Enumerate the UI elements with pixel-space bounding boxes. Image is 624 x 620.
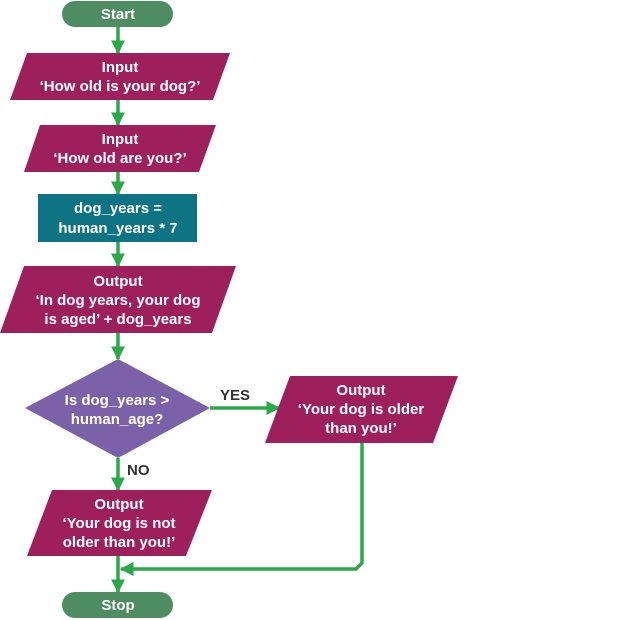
node-input-dog-age-line-2: ‘How old is your dog?’ xyxy=(40,78,201,95)
io-shape xyxy=(27,490,212,556)
edge-label-yes: YES xyxy=(220,387,250,404)
node-calc-line-2: human_years * 7 xyxy=(58,220,177,237)
node-decision-line-2: human_age? xyxy=(71,411,164,428)
edge-label-no: NO xyxy=(127,462,150,479)
io-shape xyxy=(0,266,236,333)
node-output-dog-years-line-3: is aged’ + dog_years xyxy=(44,311,191,328)
arrow-output-older-to-stop xyxy=(119,443,364,576)
decision-shape xyxy=(25,359,210,458)
node-input-human-age: Input ‘How old are you?’ xyxy=(24,125,216,172)
node-output-older-line-2: ‘Your dog is older xyxy=(298,401,425,418)
node-decision-line-1: Is dog_years > xyxy=(65,392,170,409)
node-stop-label: Stop xyxy=(101,597,134,614)
terminal-shape xyxy=(62,592,173,618)
node-output-dog-years-line-1: Output xyxy=(93,273,142,290)
edges xyxy=(111,27,364,594)
io-shape xyxy=(10,53,230,100)
node-input-human-age-line-2: ‘How old are you?’ xyxy=(53,150,186,167)
process-shape xyxy=(38,194,197,242)
io-shape xyxy=(265,376,458,443)
node-output-older-line-3: than you!’ xyxy=(325,420,397,437)
node-output-not-older-line-1: Output xyxy=(94,496,143,513)
node-output-not-older-line-3: older than you!’ xyxy=(63,534,176,551)
node-decision: Is dog_years > human_age? xyxy=(25,359,210,458)
node-input-dog-age: Input ‘How old is your dog?’ xyxy=(10,53,230,100)
node-input-dog-age-line-1: Input xyxy=(102,59,139,76)
node-calc-line-1: dog_years = xyxy=(74,200,162,217)
node-start-label: Start xyxy=(101,6,135,23)
node-output-not-older: Output ‘Your dog is not older than you!’ xyxy=(27,490,212,556)
io-shape xyxy=(24,125,216,172)
node-calc: dog_years = human_years * 7 xyxy=(38,194,197,242)
terminal-shape xyxy=(62,1,173,27)
node-input-human-age-line-1: Input xyxy=(102,131,139,148)
node-start: Start xyxy=(62,1,173,27)
node-output-dog-years: Output ‘In dog years, your dog is aged’ … xyxy=(0,266,236,333)
node-output-not-older-line-2: ‘Your dog is not xyxy=(62,515,175,532)
node-output-dog-years-line-2: ‘In dog years, your dog xyxy=(35,292,200,309)
node-output-older-line-1: Output xyxy=(336,382,385,399)
node-stop: Stop xyxy=(62,592,173,618)
node-output-older: Output ‘Your dog is older than you!’ xyxy=(265,376,458,443)
